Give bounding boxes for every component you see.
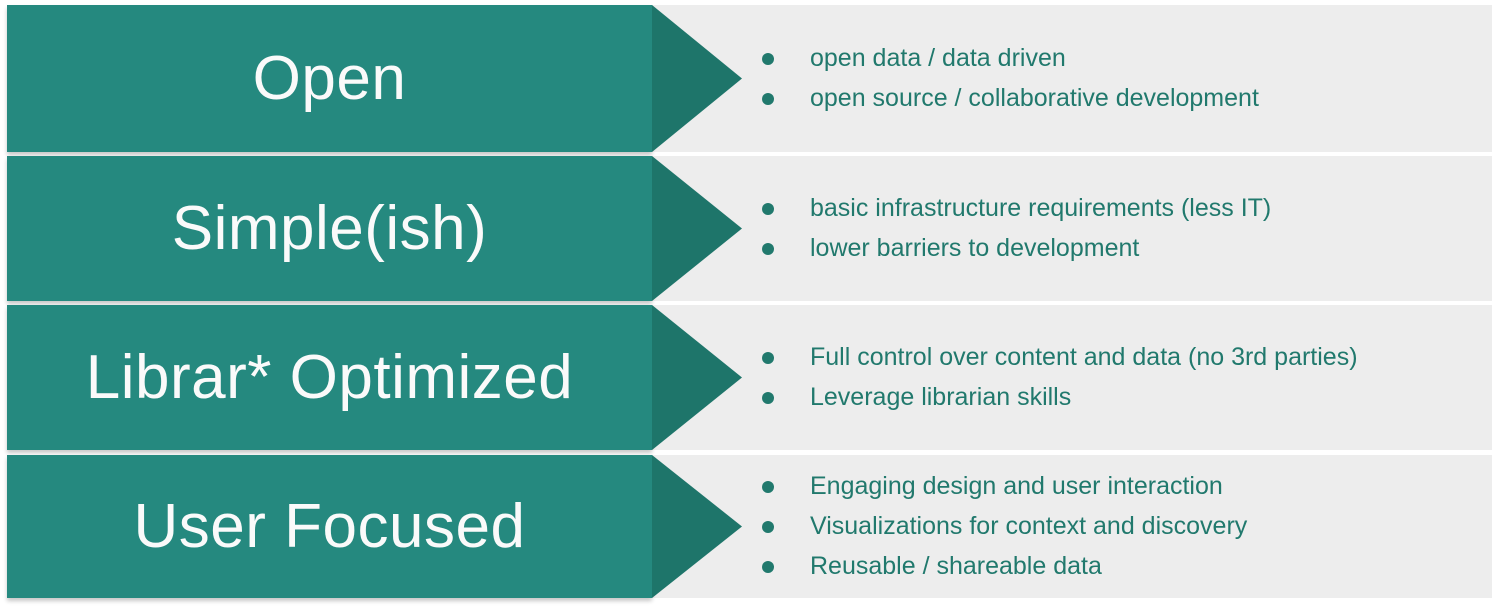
- bullet-text: open data / data driven: [810, 44, 1066, 72]
- list-item: Full control over content and data (no 3…: [762, 338, 1358, 378]
- bullet-list: Full control over content and data (no 3…: [762, 338, 1358, 418]
- bullet-dot-icon: [762, 242, 774, 255]
- list-item: Reusable / shareable data: [762, 547, 1247, 587]
- bullet-dot-icon: [762, 202, 774, 215]
- bullet-text: lower barriers to development: [810, 234, 1140, 262]
- bullet-dot-icon: [762, 520, 774, 533]
- row-title: User Focused: [133, 492, 526, 561]
- bullet-text: Reusable / shareable data: [810, 552, 1102, 580]
- bullet-text: open source / collaborative development: [810, 84, 1259, 112]
- bullet-dot-icon: [762, 480, 774, 493]
- bullet-dot-icon: [762, 391, 774, 404]
- row-librar-optimized: Librar* Optimized Full control over cont…: [7, 305, 1492, 450]
- row-simple-ish: Simple(ish) basic infrastructure require…: [7, 156, 1492, 301]
- list-item: open source / collaborative development: [762, 79, 1259, 119]
- bullet-dot-icon: [762, 52, 774, 65]
- list-item: lower barriers to development: [762, 229, 1271, 269]
- arrow-head-icon: [652, 305, 742, 450]
- bullet-dot-icon: [762, 560, 774, 573]
- bullet-list: Engaging design and user interaction Vis…: [762, 467, 1247, 587]
- bullet-list: open data / data driven open source / co…: [762, 39, 1259, 119]
- arrow-banner: Librar* Optimized: [7, 305, 652, 450]
- arrow-banner: User Focused: [7, 455, 652, 598]
- row-title: Librar* Optimized: [85, 343, 574, 412]
- row-title: Open: [252, 44, 407, 113]
- bullet-dot-icon: [762, 351, 774, 364]
- row-title: Simple(ish): [171, 194, 488, 263]
- list-item: basic infrastructure requirements (less …: [762, 189, 1271, 229]
- bullet-text: Engaging design and user interaction: [810, 472, 1223, 500]
- row-user-focused: User Focused Engaging design and user in…: [7, 455, 1492, 598]
- list-item: Engaging design and user interaction: [762, 467, 1247, 507]
- bullet-dot-icon: [762, 92, 774, 105]
- bullet-text: Full control over content and data (no 3…: [810, 343, 1358, 371]
- bullet-list: basic infrastructure requirements (less …: [762, 189, 1271, 269]
- arrow-head-icon: [652, 455, 742, 598]
- list-item: open data / data driven: [762, 39, 1259, 79]
- bullet-text: basic infrastructure requirements (less …: [810, 194, 1272, 222]
- arrow-banner: Open: [7, 5, 652, 152]
- arrow-head-icon: [652, 5, 742, 152]
- list-item: Leverage librarian skills: [762, 378, 1358, 418]
- list-item: Visualizations for context and discovery: [762, 507, 1247, 547]
- bullet-text: Leverage librarian skills: [810, 383, 1072, 411]
- bullet-text: Visualizations for context and discovery: [810, 512, 1248, 540]
- row-open: Open open data / data driven open source…: [7, 5, 1492, 152]
- arrow-head-icon: [652, 156, 742, 301]
- arrow-banner: Simple(ish): [7, 156, 652, 301]
